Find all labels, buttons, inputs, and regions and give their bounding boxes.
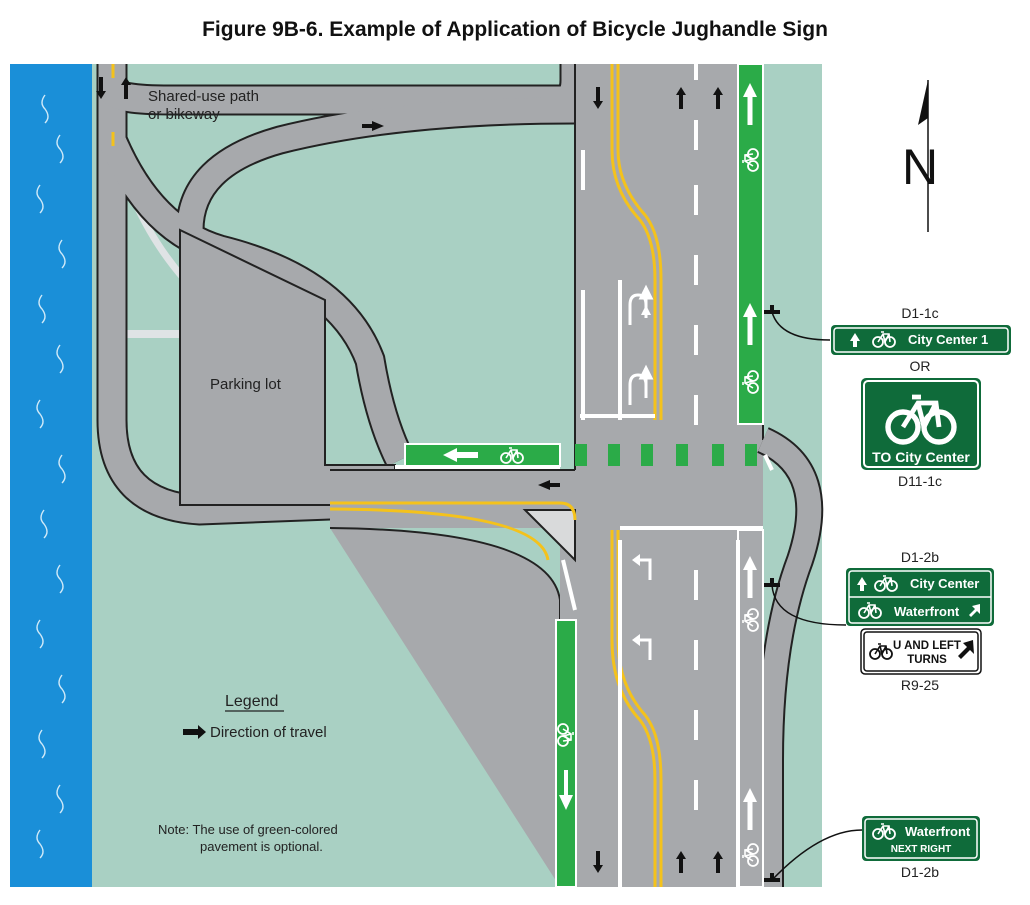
sign-d1-1c — [831, 325, 1011, 355]
sign-d1-2b-bottom-line2: NEXT RIGHT — [891, 844, 952, 855]
water-waves — [36, 94, 66, 859]
or-label: OR — [910, 358, 931, 374]
up-arrow-icon — [857, 577, 867, 591]
note-line2: pavement is optional. — [200, 839, 323, 854]
sign-code-d1-1c: D1-1c — [901, 305, 938, 321]
figure-title: Figure 9B-6. Example of Application of B… — [202, 18, 828, 41]
pavement-arrows — [96, 77, 759, 873]
sign-code-d1-2b-bottom: D1-2b — [901, 864, 939, 880]
sign-d11-1c-text: TO City Center — [872, 449, 970, 465]
parking-lot-label: Parking lot — [210, 376, 282, 393]
north-label: N — [902, 139, 938, 195]
sign-d1-2b-bottom-line1: Waterfront — [905, 824, 971, 839]
sign-d1-2b-bottom — [862, 816, 980, 861]
legend-title: Legend — [225, 693, 278, 710]
sign-code-r9-25: R9-25 — [901, 677, 939, 693]
legend-item: Direction of travel — [210, 724, 327, 741]
sign-r9-25-line1: U AND LEFT — [893, 640, 961, 652]
road-network — [96, 63, 824, 888]
sign-d1-2b-top-line2: Waterfront — [894, 604, 960, 619]
sign-r9-25 — [860, 628, 982, 675]
sign-d1-2b-top-line1: City Center — [910, 576, 979, 591]
sign-d1-2b-top — [846, 568, 994, 626]
lane-markings — [395, 64, 774, 887]
legend-arrow-icon — [183, 725, 206, 739]
diagonal-arrow-icon — [958, 640, 974, 659]
sign-d11-1c — [861, 378, 981, 470]
note-line1: Note: The use of green-colored — [158, 822, 338, 837]
leader-lines — [771, 311, 863, 881]
sign-posts — [764, 305, 780, 882]
sign-r9-25-line2: TURNS — [907, 654, 947, 666]
sign-code-d1-2b-top: D1-2b — [901, 549, 939, 565]
service-path-2 — [112, 330, 182, 338]
sign-d1-1c-text: City Center 1 — [908, 332, 988, 347]
north-arrow-icon — [918, 80, 929, 232]
up-arrow-icon — [850, 333, 860, 347]
sign-code-d11-1c: D11-1c — [898, 473, 942, 489]
water-body — [10, 64, 92, 887]
path-label-line1: Shared-use path — [148, 88, 259, 105]
path-label-line2: or bikeway — [148, 106, 220, 123]
diagonal-arrow-icon — [969, 604, 980, 617]
